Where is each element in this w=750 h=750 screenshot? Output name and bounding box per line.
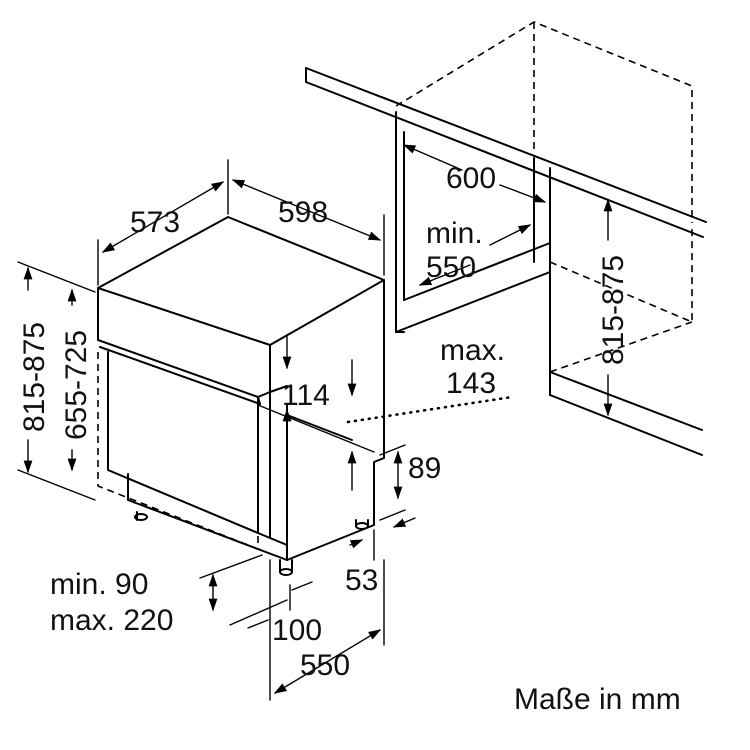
label-niche-depth-550: 550 (426, 251, 476, 284)
label-niche-height: 815-875 (597, 255, 630, 365)
units-note: Maße in mm (514, 683, 681, 716)
label-total-height: 815-875 (18, 322, 51, 432)
installation-niche (305, 21, 707, 456)
label-plinth-max: max. 220 (50, 604, 173, 637)
label-foot-53: 53 (345, 564, 378, 597)
label-max: max. (440, 334, 505, 367)
label-depth-573: 573 (130, 206, 180, 239)
max-leader (346, 395, 514, 424)
label-panel-114: 114 (282, 379, 330, 412)
label-plinth-89: 89 (408, 452, 441, 485)
label-niche-depth-min: min. (426, 217, 483, 250)
label-niche-width-600: 600 (446, 162, 496, 195)
dishwasher-body (97, 216, 385, 576)
label-width-598: 598 (278, 196, 328, 229)
dimension-lines (17, 144, 613, 701)
label-max-143: 143 (446, 367, 496, 400)
label-door-height: 655-725 (60, 330, 93, 440)
label-depth-550: 550 (300, 649, 350, 682)
label-offset-100: 100 (272, 614, 322, 647)
door-outline (97, 352, 259, 551)
label-plinth-min: min. 90 (50, 568, 148, 601)
